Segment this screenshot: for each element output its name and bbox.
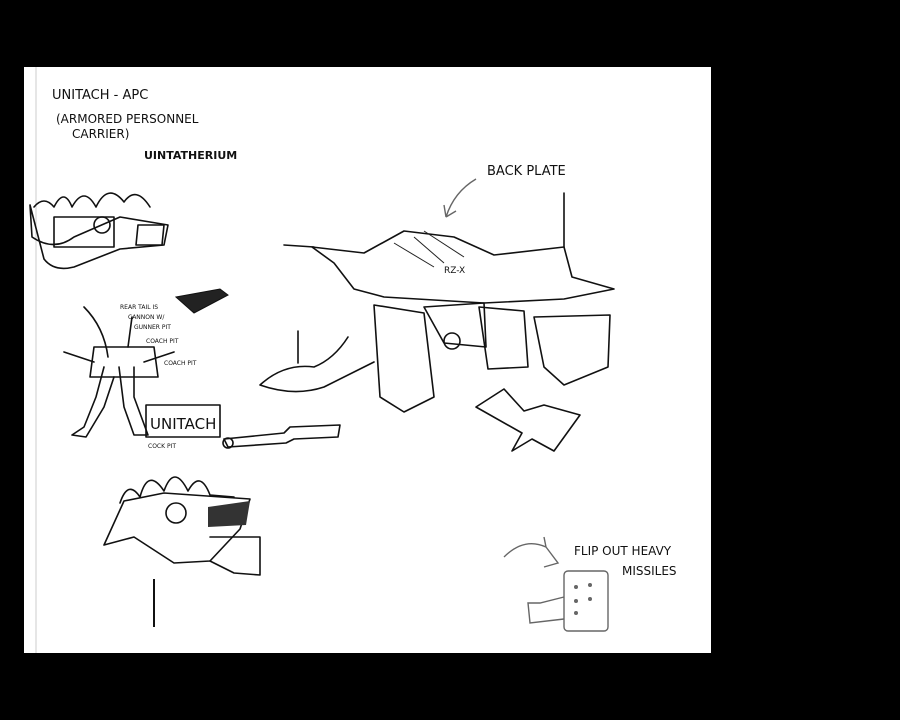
plate-sketch (174, 288, 229, 314)
head-sketch-top (29, 192, 169, 270)
direction-arrow-sketch (475, 388, 581, 452)
flip-arrow-icon (503, 536, 560, 568)
tail-sketch (259, 330, 375, 393)
hull-mark: RZ-X (444, 266, 465, 276)
side-label: UNITACH (150, 415, 216, 433)
head-sketch-bottom (103, 476, 261, 627)
sketch-sheet: UNITACH - APC (ARMORED PERSONNEL CARRIER… (24, 67, 711, 653)
name-note: UINTATHERIUM (144, 149, 237, 162)
subtitle-note-2: CARRIER) (72, 127, 129, 141)
rear-tail-note-3: GUNNER PIT (134, 324, 171, 331)
rear-tail-note: REAR TAIL IS (120, 304, 158, 311)
subtitle-note-1: (ARMORED PERSONNEL (56, 112, 199, 126)
coach-pit-note: COACH PIT (146, 338, 179, 345)
sketch-drawing: UNITACH - APC (ARMORED PERSONNEL CARRIER… (29, 67, 677, 653)
back-plate-note: BACK PLATE (487, 164, 566, 179)
apc-vehicle-sketch: RZ-X (283, 192, 615, 413)
robot-sketch: UNITACH REAR TAIL IS CANNON W/ GUNNER PI… (63, 304, 221, 450)
cockpit-note: COCK PIT (148, 443, 176, 450)
missile-pod-sketch (503, 536, 609, 632)
flip-out-note-2: MISSILES (622, 564, 677, 578)
title-note: UNITACH - APC (52, 88, 148, 103)
flip-out-note-1: FLIP OUT HEAVY (574, 544, 672, 558)
rear-tail-note-2: CANNON W/ (128, 314, 165, 321)
coach-pit-note-2: COACH PIT (164, 360, 197, 367)
arrow-icon (443, 178, 477, 218)
weapon-sketch (223, 424, 341, 448)
